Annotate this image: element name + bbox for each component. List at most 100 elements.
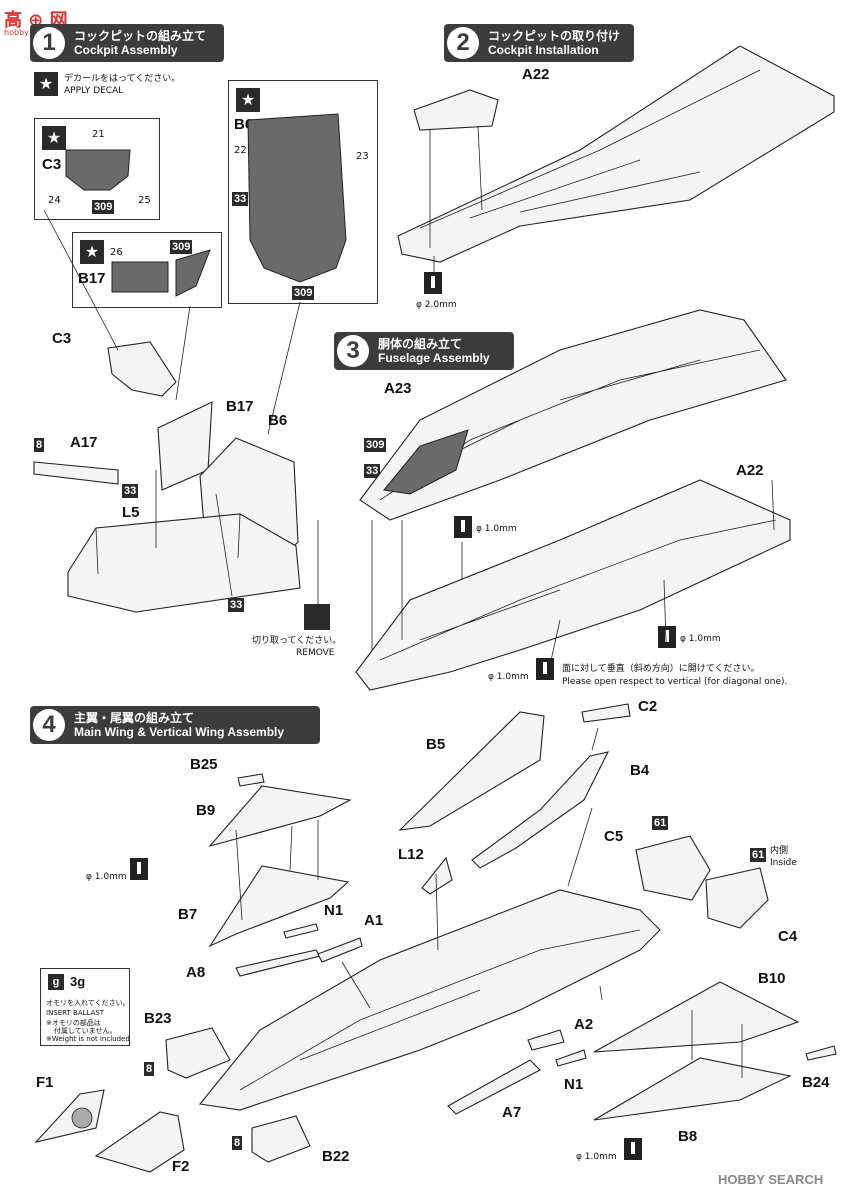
decal-star-icon: ★ [80, 240, 104, 264]
step-title-jp: 主翼・尾翼の組み立て [74, 711, 195, 725]
b23-intake [165, 1027, 231, 1079]
step-title-jp: コックピットの取り付け [488, 29, 621, 43]
ballast-note-en: INSERT BALLAST [46, 1009, 105, 1017]
box-number-309: 309 [170, 240, 193, 254]
b22-intake [251, 1115, 311, 1163]
n1-part [283, 923, 319, 939]
step-title-jp: 胴体の組み立て [378, 337, 463, 351]
decal-number: 25 [138, 195, 151, 206]
part-label-n1: N1 [564, 1076, 584, 1093]
drill-size: φ 1.0mm [86, 872, 127, 882]
watermark-hobby-search: HOBBY SEARCH [718, 1172, 824, 1187]
a22-fuselage-half [397, 45, 835, 263]
a8-part [235, 949, 321, 977]
box-number-33: 33 [122, 484, 139, 498]
remove-icon [304, 604, 330, 630]
part-label-b8: B8 [678, 1128, 698, 1145]
step-1-header: 1 コックピットの組み立て Cockpit Assembly [30, 24, 224, 62]
drill-size: φ 1.0mm [476, 524, 517, 534]
b17-decal-strip [175, 249, 211, 297]
decal-number: 24 [48, 195, 61, 206]
decal-note-jp: デカールをはってください。 [64, 74, 181, 84]
part-label-l12: L12 [398, 846, 424, 863]
step-4-header: 4 主翼・尾翼の組み立て Main Wing & Vertical Wing A… [30, 706, 320, 744]
b7-wing-bottom [208, 865, 350, 948]
decal-star-icon: ★ [236, 88, 260, 112]
decal-star-icon: ★ [34, 72, 58, 96]
step-3-header: 3 胴体の組み立て Fuselage Assembly [334, 332, 514, 370]
step-number: 3 [337, 335, 369, 367]
drill-bit-icon [536, 658, 554, 680]
decal-number: 22 [234, 145, 247, 156]
part-label-c3: C3 [52, 330, 72, 347]
decal-star-icon: ★ [42, 126, 66, 150]
part-label-b25: B25 [190, 756, 218, 773]
box-number-33: 33 [232, 192, 249, 206]
step-title-en: Main Wing & Vertical Wing Assembly [74, 725, 285, 739]
decal-number: 26 [110, 247, 123, 258]
drill-bit-icon [130, 858, 148, 880]
part-label-a7: A7 [502, 1104, 522, 1121]
step-title-en: Fuselage Assembly [378, 351, 490, 365]
c3-instrument-panel [65, 149, 131, 191]
ballast-note-jp3: 付属していません。 [54, 1027, 117, 1035]
part-label-b22: B22 [322, 1148, 350, 1165]
part-label-b4: B4 [630, 762, 650, 779]
f1-canopy [34, 1089, 105, 1143]
part-label-b23: B23 [144, 1010, 172, 1027]
canopy-opening [383, 429, 469, 495]
inside-note-jp: 内側 [770, 846, 789, 856]
drill-size: φ 1.0mm [488, 672, 529, 682]
part-label-a1: A1 [364, 912, 384, 929]
part-label-c2: C2 [638, 698, 658, 715]
b17-side-console [111, 261, 169, 293]
decal-number: 23 [356, 151, 369, 162]
part-label-b7: B7 [178, 906, 198, 923]
box-number-309: 309 [364, 438, 387, 452]
decal-note-en: APPLY DECAL [64, 86, 124, 96]
a17-part [33, 461, 119, 485]
remove-note-jp: 切り取ってください。 [252, 636, 342, 646]
step-number: 1 [33, 27, 65, 59]
part-label-a23: A23 [384, 380, 412, 397]
part-label-a22: A22 [736, 462, 764, 479]
canopy-mark [71, 1107, 93, 1129]
c4-part [705, 867, 769, 929]
ballast-note-jp2: ※オモリの部品は [46, 1019, 101, 1027]
step-number: 4 [33, 709, 65, 741]
f2-radome [94, 1111, 185, 1173]
part-label-b6: B6 [268, 412, 288, 429]
ballast-weight-icon: g [48, 974, 64, 990]
part-label-f1: F1 [36, 1074, 54, 1091]
c3-part [107, 341, 177, 397]
ballast-note-jp: オモリを入れてください。 [46, 999, 130, 1007]
drill-size: φ 1.0mm [576, 1152, 617, 1162]
vertical-note-en: Please open respect to vertical (for dia… [562, 677, 788, 687]
b4-fin [471, 751, 610, 869]
part-label-n1: N1 [324, 902, 344, 919]
part-label-c4: C4 [778, 928, 798, 945]
part-label-b17: B17 [226, 398, 254, 415]
step-title-jp: コックピットの組み立て [74, 29, 207, 43]
c5-part [635, 835, 711, 901]
b6-cockpit-tub [247, 113, 347, 283]
part-label-f2: F2 [172, 1158, 190, 1175]
ballast-note-en2: ※Weight is not included [46, 1035, 130, 1043]
part-label-b17: B17 [78, 270, 106, 287]
step-title-en: Cockpit Assembly [74, 43, 178, 57]
decal-number: 21 [92, 129, 105, 140]
l12-part [421, 856, 453, 895]
a1-part [317, 937, 363, 963]
step-2-header: 2 コックピットの取り付け Cockpit Installation [444, 24, 634, 62]
vertical-note-jp: 面に対して垂直（斜め方向）に開けてください。 [562, 664, 760, 674]
inside-note-en: Inside [770, 858, 797, 868]
part-label-c3: C3 [42, 156, 62, 173]
part-label-a22: A22 [522, 66, 550, 83]
step-number: 2 [447, 27, 479, 59]
drill-bit-icon [424, 272, 442, 294]
a22-fuselage-lower [355, 479, 791, 691]
part-label-b5: B5 [426, 736, 446, 753]
drill-bit-icon [454, 516, 472, 538]
box-number-61: 61 [750, 848, 767, 862]
c2-part [581, 703, 631, 723]
